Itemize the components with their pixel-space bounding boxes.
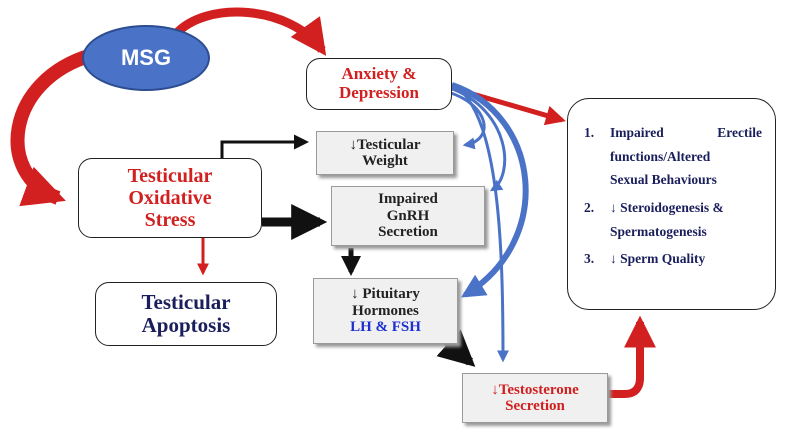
outcomes-box: 1. Impaired Erectile functions/Altered S… <box>567 98 776 310</box>
testosterone-line1: ↓Testosterone <box>491 381 579 398</box>
oxidative-line3: Stress <box>144 209 196 231</box>
anxiety-depression-node: Anxiety & Depression <box>306 58 452 110</box>
arrow-msg-to-oxidative <box>10 48 95 207</box>
pituitary-hormones-node: ↓ Pituitary Hormones LH & FSH <box>313 278 458 344</box>
outcome-line: Impaired Erectile <box>610 125 762 140</box>
arrow-anxiety-to-weight <box>447 90 486 150</box>
oxidative-line2: Oxidative <box>128 187 212 209</box>
apoptosis-node: Testicular Apoptosis <box>95 282 277 346</box>
pituitary-line2: Hormones <box>352 302 419 319</box>
apoptosis-line1: Testicular <box>141 289 231 314</box>
pituitary-line3: LH & FSH <box>350 319 421 336</box>
arrow-msg-to-anxiety <box>171 7 327 56</box>
arrow-anxiety-to-pituitary <box>451 82 529 298</box>
apoptosis-line2: Apoptosis <box>141 313 231 337</box>
oxidative-stress-node: Testicular Oxidative Stress <box>78 158 262 238</box>
anxiety-line1: Anxiety & <box>341 64 417 84</box>
msg-label: MSG <box>120 45 172 70</box>
testosterone-secretion-node: ↓Testosterone Secretion <box>462 373 608 423</box>
arrow-testosterone-to-outcomes <box>606 315 656 398</box>
pituitary-line1: ↓ Pituitary <box>351 286 420 303</box>
gnrh-line3: Secretion <box>378 224 438 241</box>
weight-line1: ↓Testicular <box>349 136 421 153</box>
testicular-weight-node: ↓Testicular Weight <box>316 131 454 175</box>
outcome-line: functions/Altered <box>610 148 711 164</box>
outcome-number: 3. <box>584 251 595 267</box>
outcome-line: ↓ Steroidogenesis & <box>610 199 724 215</box>
gnrh-line1: Impaired <box>378 191 438 208</box>
gnrh-line2: GnRH <box>386 207 430 224</box>
oxidative-line1: Testicular <box>127 165 213 187</box>
outcome-item: 1. Impaired Erectile functions/Altered S… <box>584 121 762 192</box>
outcome-line: ↓ Sperm Quality <box>610 251 706 267</box>
outcome-item: 3. ↓ Sperm Quality <box>584 247 705 271</box>
gnrh-secretion-node: Impaired GnRH Secretion <box>331 186 485 246</box>
msg-node: MSG <box>82 25 210 91</box>
outcome-item: 2. ↓ Steroidogenesis & Spermatogenesis <box>584 196 724 243</box>
outcome-number: 2. <box>584 199 595 215</box>
outcome-number: 1. <box>584 125 595 140</box>
anxiety-line2: Depression <box>339 83 419 102</box>
outcome-line: Spermatogenesis <box>610 223 707 239</box>
outcome-line: Sexual Behaviours <box>610 172 717 188</box>
arrow-oxidative-to-weight <box>220 134 309 158</box>
weight-line2: Weight <box>362 153 408 169</box>
arrow-anxiety-to-testosterone <box>451 82 509 363</box>
testosterone-line2: Secretion <box>505 398 565 414</box>
